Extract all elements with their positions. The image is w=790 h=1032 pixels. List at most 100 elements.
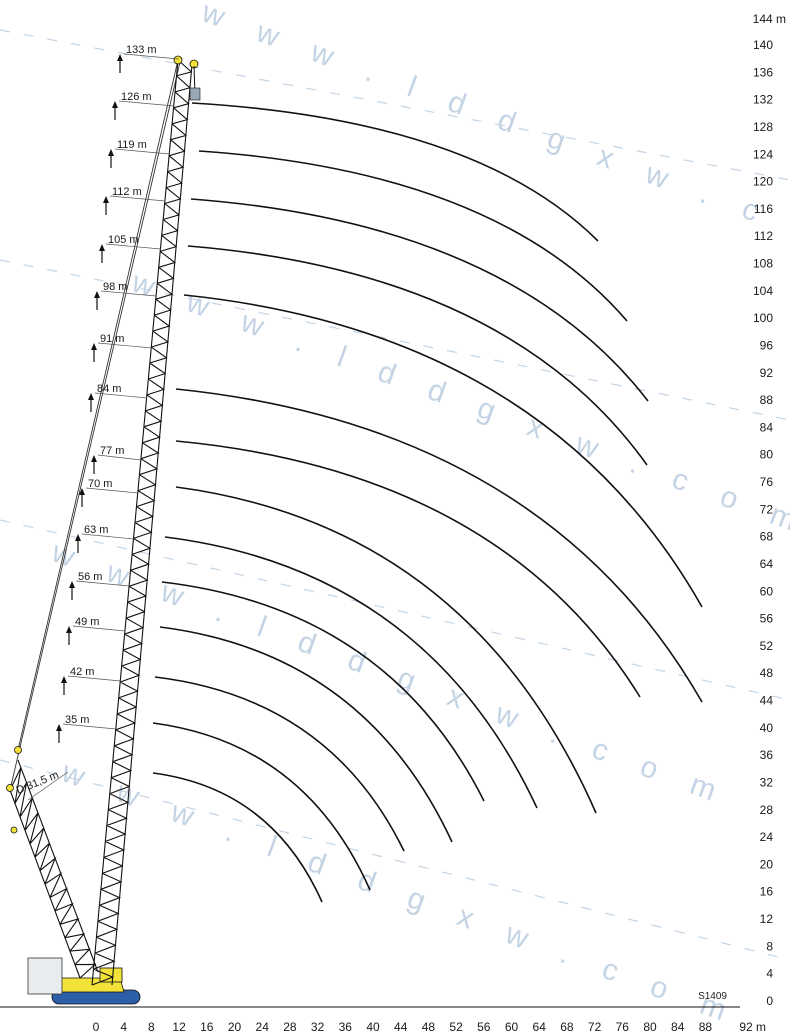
crawler-crane-icon <box>6 55 201 1005</box>
y-tick-label: 132 <box>753 93 773 107</box>
boom-length-label: 70 m <box>88 478 112 490</box>
watermark-line <box>0 759 790 961</box>
y-tick-label: 112 <box>754 229 773 243</box>
working-range-arc <box>191 102 599 242</box>
x-tick-label: 68 <box>560 1020 574 1032</box>
boom-length-label: 35 m <box>65 714 89 726</box>
derrick-mast <box>9 759 99 979</box>
boom-head-sheave <box>173 55 183 65</box>
arrow-head <box>91 343 97 350</box>
y-tick-label: 12 <box>760 912 774 926</box>
y-tick-label: 80 <box>760 448 774 462</box>
watermark-text: w w w . l d d g x w . c o m <box>57 755 744 1032</box>
hook-block <box>189 87 201 101</box>
watermark-text: w w w . l d d g x w . c o m <box>47 535 734 812</box>
y-tick-label: 36 <box>760 748 774 762</box>
working-range-arc <box>152 722 371 891</box>
arrow-head <box>88 393 94 400</box>
y-tick-label: 96 <box>760 339 774 353</box>
working-range-arc <box>190 198 649 402</box>
x-tick-label: 80 <box>643 1020 657 1032</box>
boom-length-label: 112 m <box>112 186 142 198</box>
x-tick-label: 64 <box>533 1020 547 1032</box>
x-tick-label: 40 <box>366 1020 380 1032</box>
y-tick-label: 120 <box>753 175 773 189</box>
y-tick-label: 0 <box>766 994 773 1008</box>
arrow-head <box>75 534 81 541</box>
boom-length-leader <box>123 53 179 60</box>
y-tick-label: 52 <box>760 639 774 653</box>
x-tick-label: 44 <box>394 1020 408 1032</box>
x-tick-label: 20 <box>228 1020 242 1032</box>
boom-guy-line <box>17 59 179 751</box>
boom-length-label: 119 m <box>117 139 147 151</box>
counterweight <box>27 957 63 995</box>
working-range-arc <box>152 772 323 903</box>
boom-guy-line-2 <box>9 61 181 791</box>
working-range-arc <box>175 388 703 703</box>
y-tick-label: 116 <box>754 202 773 216</box>
x-tick-label: 12 <box>172 1020 186 1032</box>
x-tick-label: 16 <box>200 1020 214 1032</box>
working-range-arc <box>161 581 485 802</box>
y-tick-label: 8 <box>766 939 773 953</box>
y-tick-label: 68 <box>760 530 774 544</box>
x-tick-label: 48 <box>422 1020 436 1032</box>
y-tick-label: 76 <box>760 475 774 489</box>
x-tick-label: 32 <box>311 1020 325 1032</box>
arrow-head <box>66 626 72 633</box>
arrow-head <box>99 244 105 251</box>
arrow-head <box>79 488 85 495</box>
boom-length-label: 126 m <box>121 91 152 103</box>
y-axis: 144 m 1401361321281241201161121081041009… <box>753 12 786 1008</box>
y-tick-label: 44 <box>760 694 774 708</box>
y-tick-label: 56 <box>760 612 774 626</box>
y-axis-unit-label: 144 m <box>753 12 786 26</box>
x-tick-label: 84 <box>671 1020 685 1032</box>
boom-length-label: 42 m <box>70 666 94 678</box>
y-tick-label: 4 <box>766 967 773 981</box>
arrow-head <box>117 54 123 61</box>
boom-length-label: 133 m <box>126 44 157 56</box>
boom-length-leader <box>72 625 126 632</box>
working-range-arc <box>198 150 628 322</box>
boom-length-leader <box>94 392 147 399</box>
y-tick-label: 140 <box>753 38 773 52</box>
watermark-text: w w w . l d d g x w . c o m <box>197 0 790 272</box>
x-tick-label: 4 <box>120 1020 127 1032</box>
boom-length-label: 91 m <box>100 333 124 345</box>
boom-length-leader <box>109 195 166 202</box>
y-tick-label: 100 <box>753 311 773 325</box>
x-tick-label: 56 <box>477 1020 491 1032</box>
working-range-arcs <box>152 102 703 903</box>
arrow-head <box>56 724 62 731</box>
x-tick-label: 76 <box>616 1020 630 1032</box>
y-tick-label: 72 <box>760 502 774 516</box>
y-tick-label: 104 <box>753 284 773 298</box>
boom-length-label: 105 m <box>108 234 139 246</box>
boom-length-leader <box>67 675 121 682</box>
y-tick-label: 48 <box>760 666 774 680</box>
y-tick-label: 128 <box>753 120 773 134</box>
y-tick-label: 40 <box>760 721 774 735</box>
y-tick-label: 108 <box>753 257 773 271</box>
x-tick-label: 52 <box>449 1020 463 1032</box>
main-boom-lattice <box>91 59 193 986</box>
working-range-arc <box>187 245 648 466</box>
x-tick-label: 36 <box>339 1020 353 1032</box>
derrick-label: D 31,5 m <box>15 769 61 797</box>
boom-length-leader <box>62 723 117 730</box>
boom-length-leader <box>100 290 157 297</box>
boom-lacing <box>91 59 193 986</box>
working-range-arc <box>175 486 597 814</box>
arrow-head <box>69 581 75 588</box>
x-tick-label: 72 <box>588 1020 602 1032</box>
boom-length-leader <box>114 148 170 155</box>
derrick-lacing <box>9 767 97 979</box>
arrow-head <box>112 101 118 108</box>
boom-length-label: 56 m <box>78 571 102 583</box>
arrow-head <box>91 455 97 462</box>
